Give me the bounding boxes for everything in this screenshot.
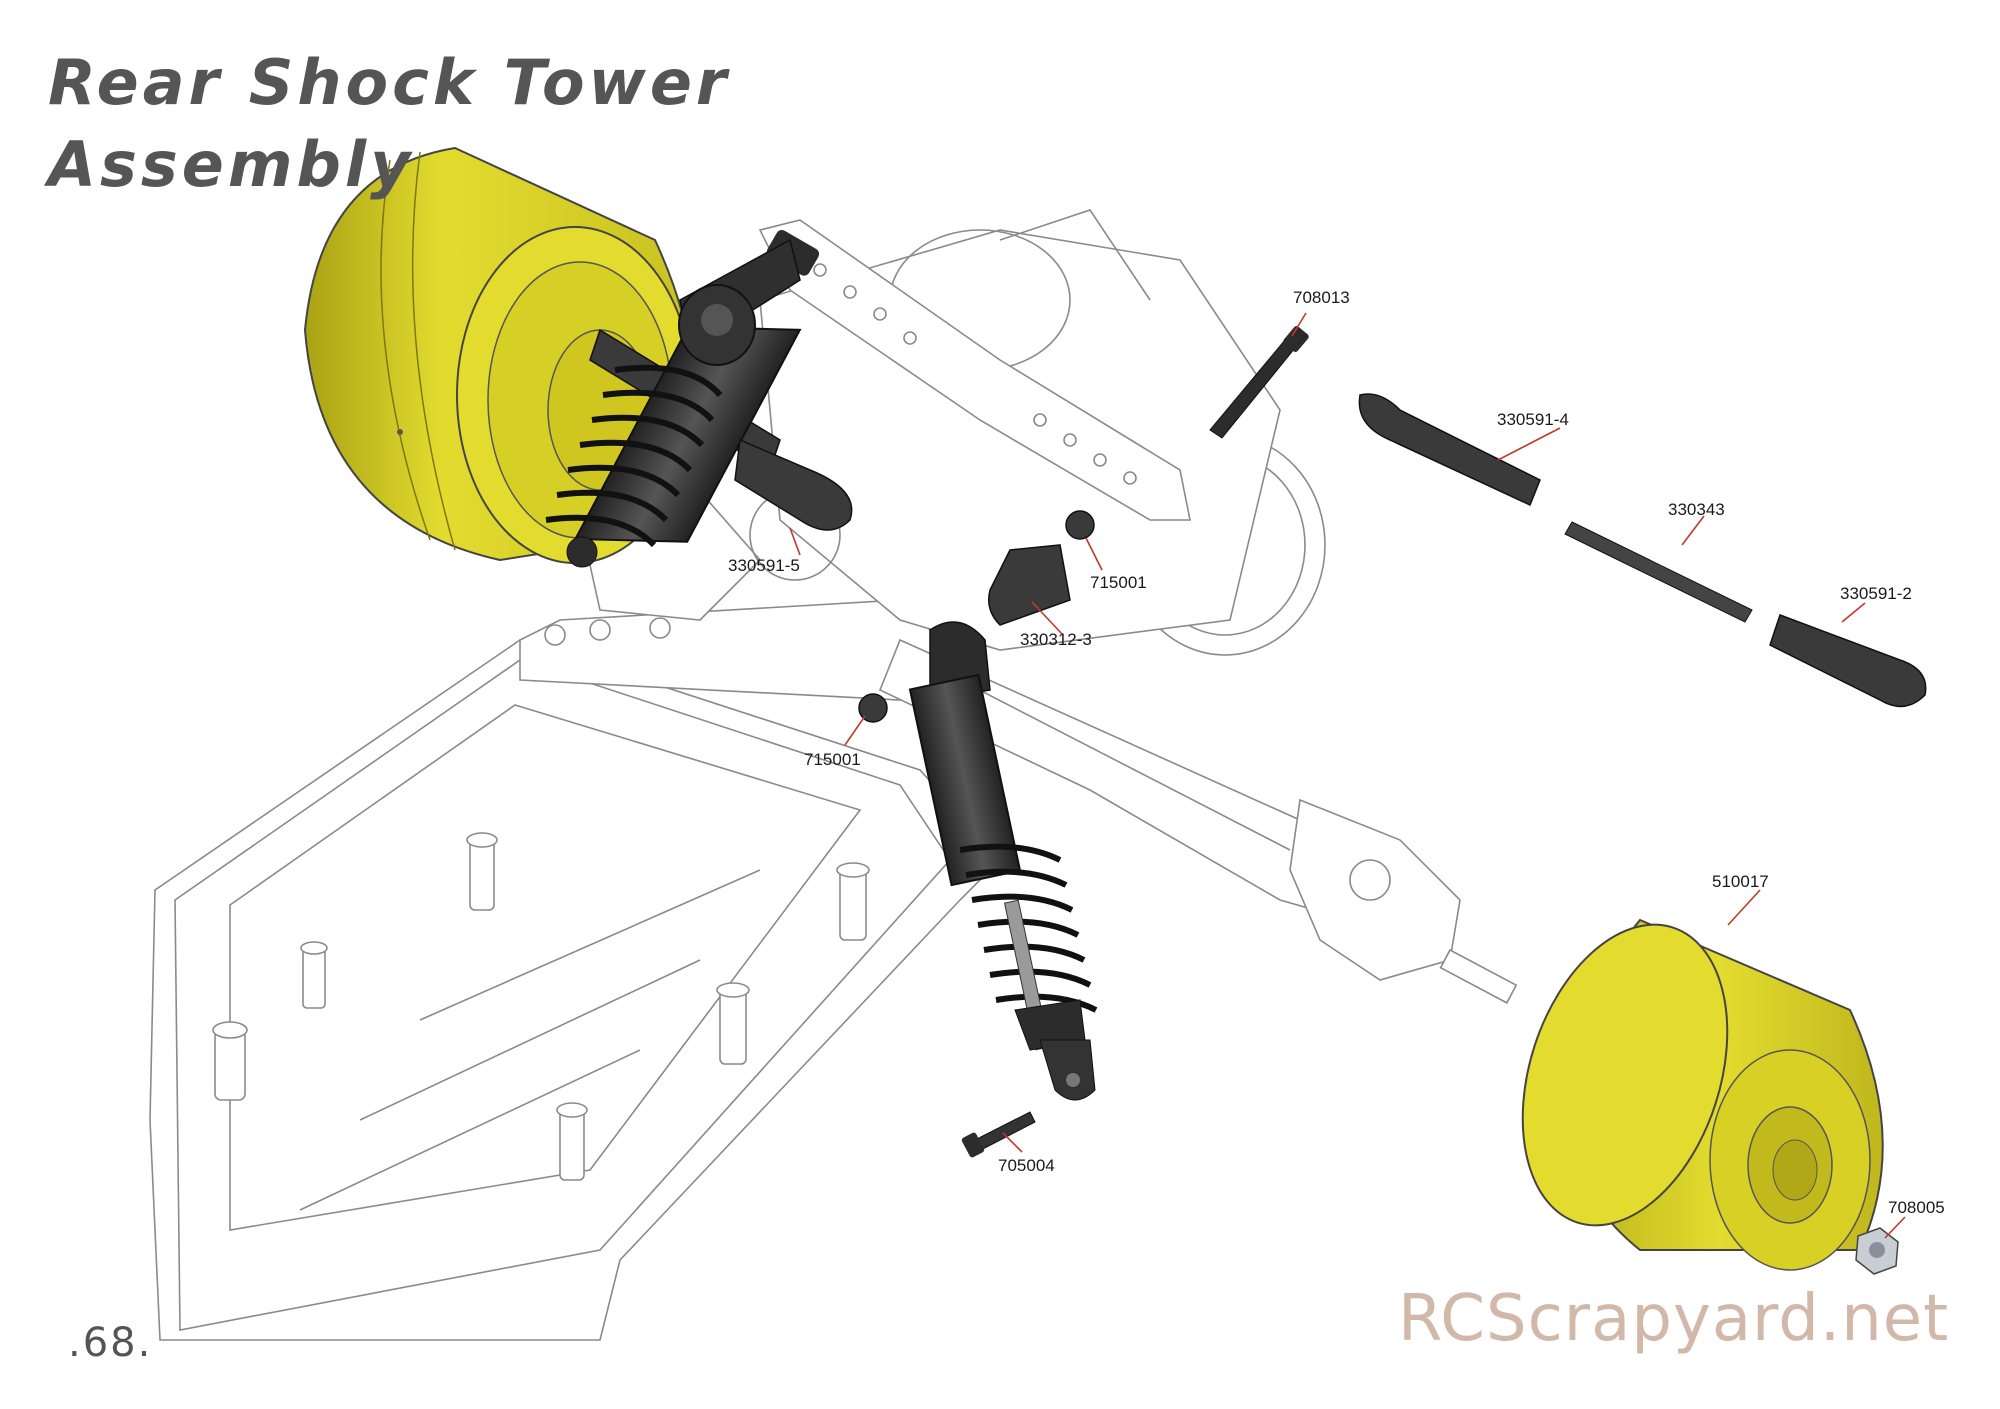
part-label-330591-4: 330591-4 xyxy=(1497,410,1569,429)
rod-end-330591-4 xyxy=(1358,393,1541,507)
part-label-330343: 330343 xyxy=(1668,500,1725,519)
screw-705004 xyxy=(974,1111,1036,1151)
nut-715001-a xyxy=(1065,510,1095,540)
page-number: .68. xyxy=(68,1320,153,1366)
wheel-right xyxy=(1521,918,1884,1271)
part-label-715001-a: 715001 xyxy=(1090,573,1147,592)
page-title-line-1: Rear Shock Tower xyxy=(48,46,731,119)
shock-upper xyxy=(545,230,820,568)
shock-lower xyxy=(908,621,1098,1101)
part-label-330312-3: 330312-3 xyxy=(1020,630,1092,649)
chassis-lineart xyxy=(149,209,1518,1341)
part-label-708013: 708013 xyxy=(1293,288,1350,307)
part-label-330591-2: 330591-2 xyxy=(1840,584,1912,603)
turnbuckle-330343 xyxy=(1564,521,1753,623)
page-title-line-2: Assembly xyxy=(48,128,415,201)
part-label-715001-b: 715001 xyxy=(804,750,861,769)
part-label-510017: 510017 xyxy=(1712,872,1769,891)
leader-lines xyxy=(789,312,1906,1239)
rod-end-330591-2 xyxy=(1769,614,1927,708)
nut-715001-b xyxy=(858,693,888,723)
part-label-708005: 708005 xyxy=(1888,1198,1945,1217)
part-label-705004: 705004 xyxy=(998,1156,1055,1175)
wheel-left xyxy=(303,146,701,564)
shock-mount-330312-3 xyxy=(988,544,1071,626)
part-label-330591-5: 330591-5 xyxy=(728,556,800,575)
watermark: RCScrapyard.net xyxy=(1398,1282,1950,1356)
rod-end-330591-5 xyxy=(734,438,853,531)
